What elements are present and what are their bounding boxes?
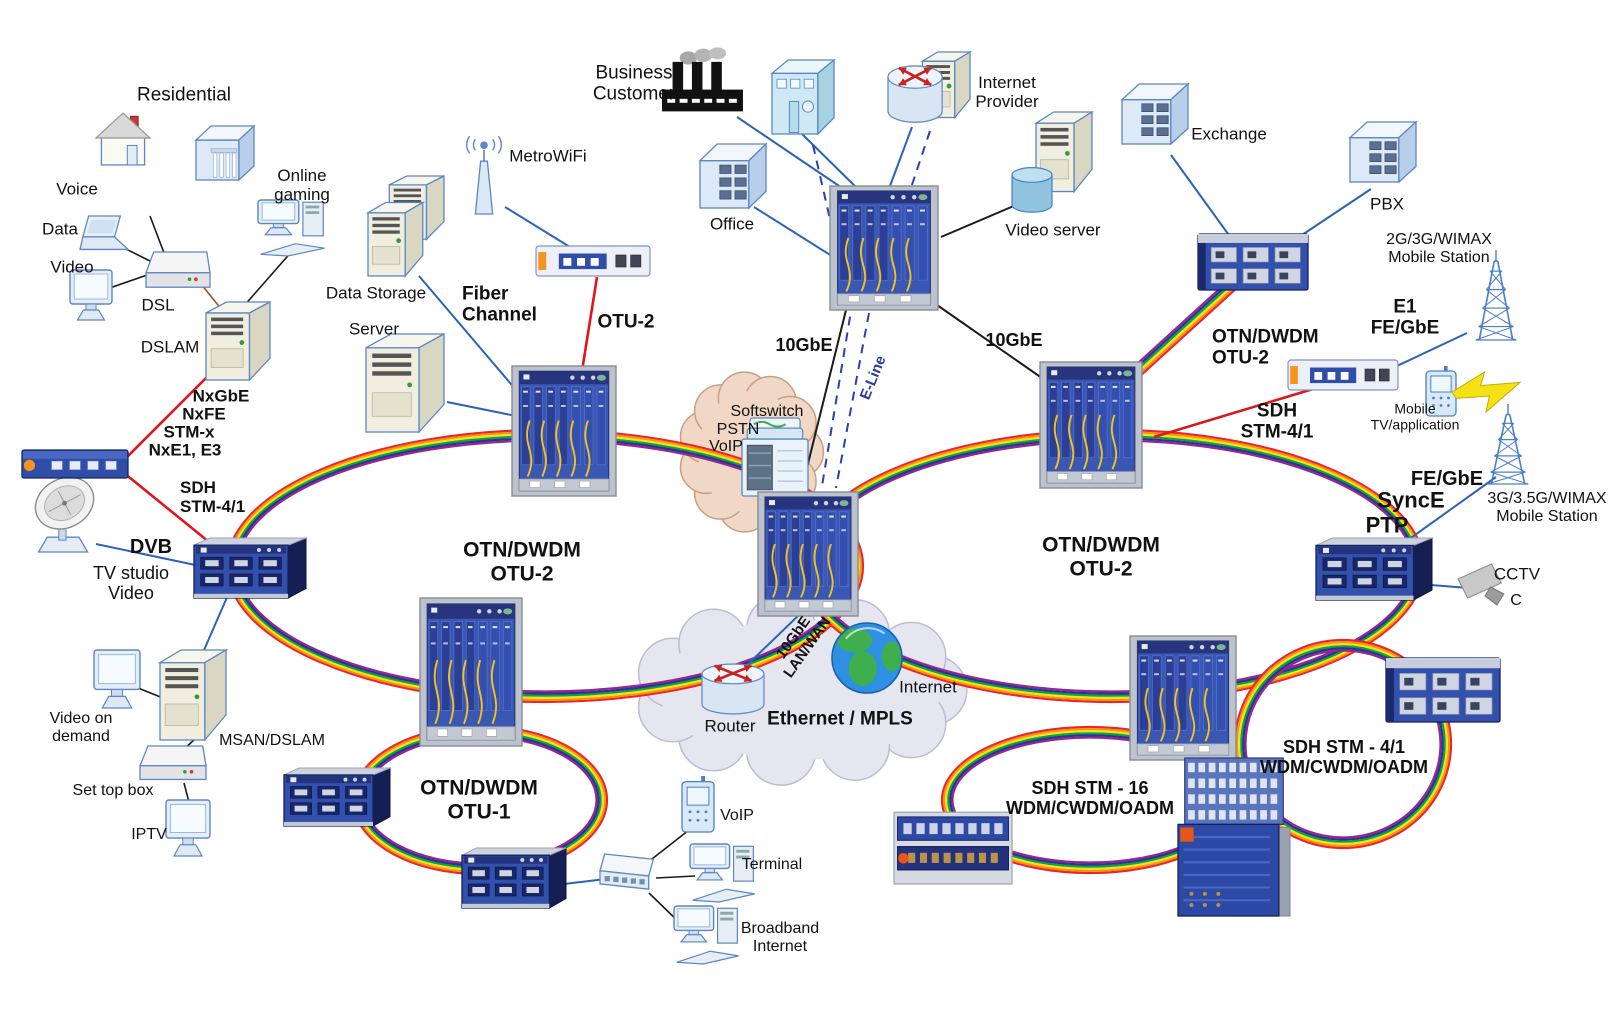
- wireless-link-icon: [1451, 370, 1522, 414]
- online-gaming-pc-icon: [257, 199, 325, 257]
- exchange-icon: [1120, 82, 1190, 146]
- softswitch-server-icon: [741, 417, 809, 497]
- link-provider-core: [886, 126, 913, 195]
- link-pbx-node: [1292, 188, 1372, 242]
- link-dslam-sdh-cpe: [122, 368, 216, 462]
- link-sdh-cpe-node: [123, 471, 215, 548]
- mpls-router-icon: [701, 663, 765, 715]
- link-server-chassis: [446, 401, 517, 417]
- link-building-core: [800, 132, 864, 195]
- wdm-oadm-shelf: [1177, 757, 1291, 917]
- link-eline-1: [812, 144, 853, 487]
- link-otu2-fiber-mux: [580, 276, 599, 372]
- otu1-node-north: [419, 597, 523, 747]
- otn-node-west: [193, 537, 307, 599]
- otu1-node-south: [461, 847, 567, 909]
- link-videoserver-core: [940, 204, 1017, 238]
- link-satellite-node: [95, 543, 201, 567]
- dslam-server-icon: [205, 300, 271, 382]
- iptv-monitor-icon: [165, 799, 211, 857]
- otn-node-east: [1315, 537, 1433, 601]
- voip-phone-icon: [681, 776, 715, 833]
- broadband-pc-icon: [673, 905, 739, 965]
- vod-monitor-icon: [93, 649, 141, 709]
- mobile-tower-icon: [1487, 404, 1529, 485]
- sdh-access-rack: [1287, 359, 1399, 391]
- link-gaming-dslam: [242, 249, 294, 308]
- metrowifi-antenna-icon: [466, 135, 502, 215]
- sdh-cpe-rack: [21, 449, 129, 479]
- dsl-modem-icon: [145, 251, 211, 288]
- wimax-tower-icon: [1475, 250, 1517, 341]
- metro-core-chassis: [829, 185, 939, 311]
- link-eline-2: [835, 130, 931, 489]
- link-storage-chassis: [418, 275, 529, 405]
- otn-node-west-top: [511, 365, 617, 497]
- internet-provider-icon: [887, 50, 973, 123]
- mpls-cloud: [637, 594, 968, 786]
- data-laptop-icon: [79, 215, 130, 251]
- office-icon: [698, 142, 768, 210]
- exchange-access-node: [1197, 233, 1309, 291]
- link-stm41-red-east: [1153, 387, 1314, 439]
- stm16-node-west: [893, 811, 1013, 885]
- msan-dslam-icon: [157, 648, 229, 742]
- server-icon: [365, 332, 445, 434]
- access-switch-icon: [599, 853, 655, 890]
- cctv-camera-icon: [1457, 563, 1505, 606]
- pbx-icon: [1348, 120, 1418, 184]
- otn-node-east-top: [1039, 361, 1143, 489]
- business-building-icon: [770, 58, 836, 136]
- house-icon: [94, 112, 152, 166]
- link-switch-terminal: [655, 875, 696, 879]
- satellite-dish-icon: [34, 476, 95, 553]
- otu1-node-west: [283, 767, 391, 827]
- video-server-icon: [1011, 110, 1095, 213]
- stm16-node-north: [1129, 635, 1237, 761]
- ring-stm41: [1233, 638, 1453, 850]
- link-lanwan-link: [742, 613, 801, 670]
- link-node-msan: [200, 594, 229, 658]
- terminal-pc-icon: [689, 843, 755, 903]
- residential-building-icon: [194, 124, 256, 182]
- stm41-node-east: [1385, 657, 1501, 723]
- factory-icon: [662, 47, 743, 112]
- link-factory-core: [736, 116, 852, 195]
- set-top-box-icon: [139, 745, 207, 781]
- video-monitor-icon: [69, 269, 113, 321]
- data-storage-icon: [365, 174, 445, 278]
- link-chassis-switch: [563, 878, 607, 885]
- internet-globe-icon: [831, 622, 903, 694]
- otn-node-central: [757, 491, 859, 617]
- fiber-mux-rack: [535, 245, 651, 277]
- link-exchange-node: [1170, 154, 1232, 239]
- link-tower2-node: [1400, 476, 1497, 546]
- link-phone-dsl: [149, 215, 167, 259]
- link-office-core: [753, 206, 836, 259]
- link-tower1-rack: [1396, 332, 1468, 367]
- link-wifi-mux: [504, 206, 579, 253]
- mobile-tv-phone-icon: [1425, 366, 1457, 417]
